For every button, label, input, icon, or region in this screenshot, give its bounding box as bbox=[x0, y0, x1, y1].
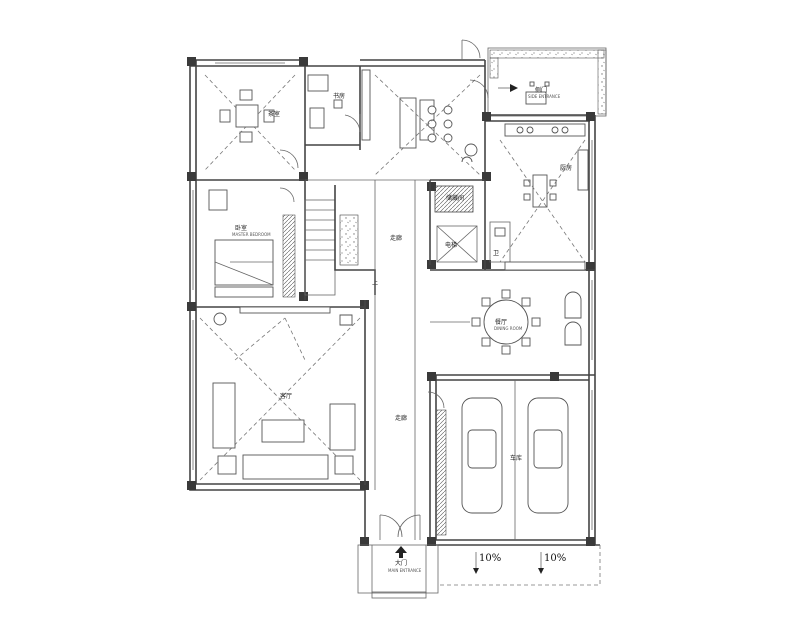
tea-room: 茶室 bbox=[204, 74, 296, 171]
corridor: 走廊 走廊 bbox=[374, 180, 416, 540]
round-table bbox=[483, 299, 529, 345]
bed bbox=[214, 239, 274, 286]
entrance-label: 大门 bbox=[395, 559, 407, 567]
exterior-walls bbox=[189, 59, 600, 546]
entrance-arrow bbox=[395, 546, 407, 558]
slope-label-left: 10% bbox=[479, 553, 501, 564]
svg-text:MASTER BEDROOM: MASTER BEDROOM bbox=[232, 232, 271, 237]
dining-label: 餐厅 bbox=[495, 318, 507, 326]
svg-text:DINING ROOM: DINING ROOM bbox=[494, 326, 523, 331]
study: 书房 bbox=[307, 74, 361, 133]
svg-text:卫: 卫 bbox=[493, 250, 499, 257]
svg-text:MAIN ENTRANCE: MAIN ENTRANCE bbox=[388, 568, 422, 573]
slope-label-right: 10% bbox=[544, 553, 566, 564]
svg-text:电梯: 电梯 bbox=[445, 241, 457, 249]
svg-text:SIDE ENTRANCE: SIDE ENTRANCE bbox=[528, 94, 561, 99]
windows bbox=[192, 62, 593, 530]
dining-room: 餐厅 DINING ROOM bbox=[430, 289, 582, 355]
columns bbox=[187, 57, 595, 546]
storage-label: 储藏间 bbox=[446, 194, 464, 202]
kitchen-right: 厨房 bbox=[499, 123, 589, 271]
terrace bbox=[487, 47, 607, 117]
main-entrance: 大门 MAIN ENTRANCE bbox=[357, 514, 439, 599]
bath: 卫 bbox=[489, 221, 511, 263]
tea-room-label: 茶室 bbox=[268, 110, 280, 118]
sofa-main bbox=[242, 454, 329, 480]
garage-label: 车库 bbox=[510, 454, 522, 462]
car-right bbox=[527, 397, 569, 514]
bookshelf bbox=[361, 69, 371, 141]
driveway: 10% 10% bbox=[440, 545, 601, 586]
bedroom: 卧室 MASTER BEDROOM bbox=[208, 149, 299, 298]
side-entrance-label: 侧门 bbox=[535, 86, 547, 94]
sofa-right bbox=[329, 403, 356, 451]
storage: 储藏间 bbox=[434, 185, 474, 213]
garage: 车库 bbox=[427, 380, 569, 540]
sofa-left bbox=[212, 382, 236, 449]
living-room-label: 客厅 bbox=[280, 392, 292, 400]
corridor-label: 走廊 bbox=[390, 234, 402, 242]
bedroom-label: 卧室 bbox=[235, 224, 247, 232]
car-left bbox=[461, 397, 503, 514]
side-entrance-arrow bbox=[510, 84, 518, 92]
tea-table bbox=[235, 104, 259, 128]
elevator: 电梯 bbox=[436, 225, 478, 263]
kitchen-label: 厨房 bbox=[560, 164, 572, 172]
kitchen bbox=[374, 39, 489, 176]
coffee-table bbox=[261, 419, 305, 443]
study-label: 书房 bbox=[333, 92, 345, 100]
side-hall-label: 走廊 bbox=[395, 414, 407, 422]
staircase: 上 bbox=[304, 185, 378, 296]
living-room: 客厅 bbox=[199, 306, 361, 481]
